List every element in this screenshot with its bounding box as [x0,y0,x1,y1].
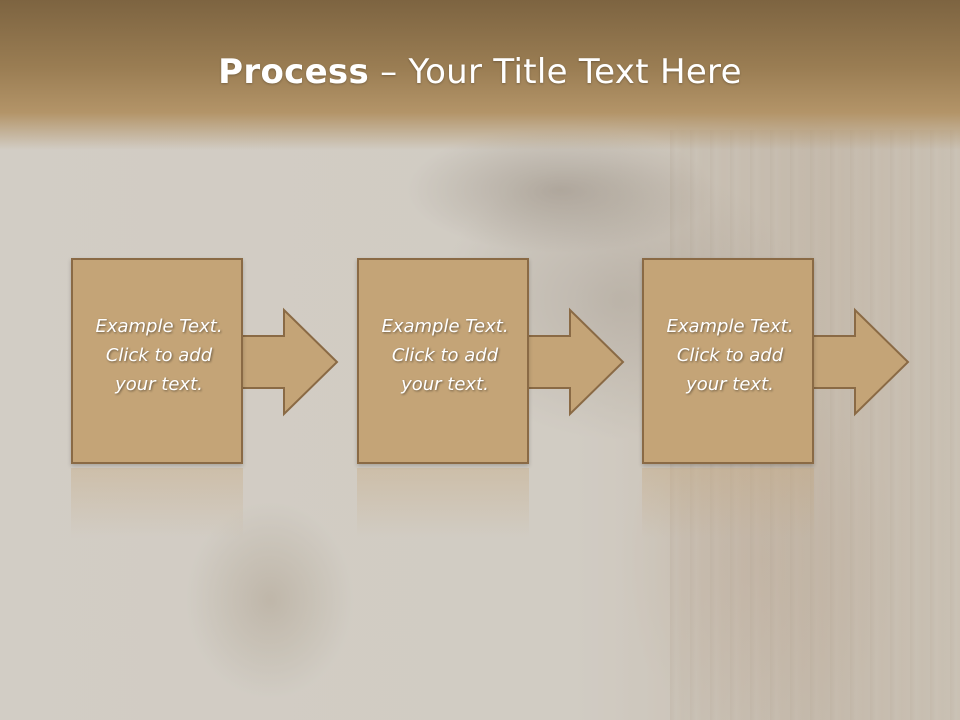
title-bar [0,0,960,150]
process-text-line: Example Text. [666,316,794,337]
process-step-3[interactable]: Example Text. Click to add your text. [642,258,912,468]
process-box-reflection [642,468,814,538]
process-text-line: Example Text. [95,316,223,337]
process-box-text[interactable]: Example Text. Click to add your text. [648,312,812,399]
process-text-line: Click to add [391,345,499,366]
process-text-line: Click to add [105,345,213,366]
right-arrow-icon [811,307,910,417]
right-arrow-icon [526,307,625,417]
process-text-line: Click to add [676,345,784,366]
process-box[interactable]: Example Text. Click to add your text. [71,258,243,464]
title-rest-text: – Your Title Text Here [369,52,742,92]
process-box-text[interactable]: Example Text. Click to add your text. [77,312,241,399]
process-box[interactable]: Example Text. Click to add your text. [642,258,814,464]
process-box[interactable]: Example Text. Click to add your text. [357,258,529,464]
process-box-text[interactable]: Example Text. Click to add your text. [363,312,527,399]
process-box-reflection [71,468,243,538]
process-step-2[interactable]: Example Text. Click to add your text. [357,258,627,468]
title-bold-text: Process [218,52,370,92]
process-step-1[interactable]: Example Text. Click to add your text. [71,258,341,468]
process-text-line: your text. [401,374,489,395]
right-arrow-icon [240,307,339,417]
process-text-line: your text. [115,374,203,395]
process-text-line: your text. [686,374,774,395]
slide-title[interactable]: Process – Your Title Text Here [0,52,960,92]
process-box-reflection [357,468,529,538]
process-text-line: Example Text. [381,316,509,337]
